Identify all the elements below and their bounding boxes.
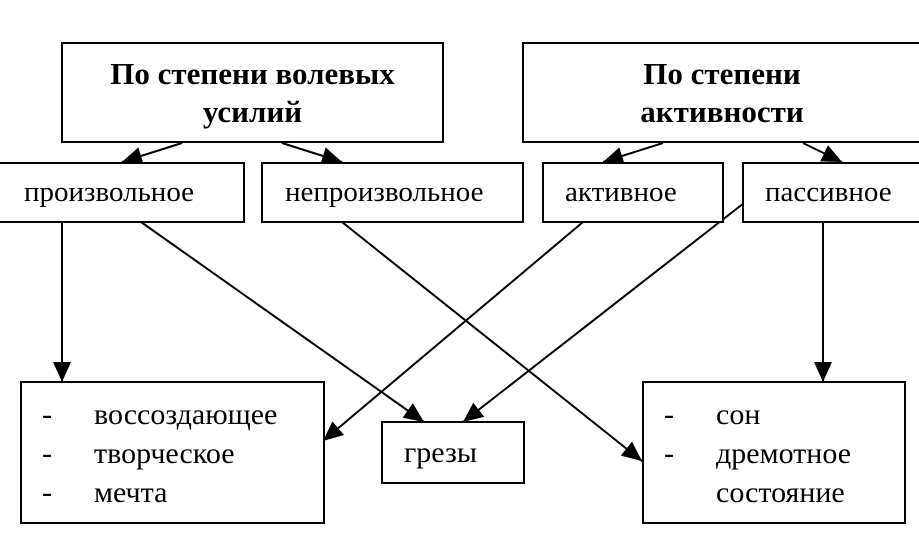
category-involuntary-text: непроизвольное (285, 176, 484, 208)
category-involuntary: непроизвольное (261, 162, 524, 223)
list-item: состояние (644, 473, 904, 512)
list-bullet: - (664, 437, 674, 470)
arrow-active-to-left-list (322, 221, 584, 442)
arrow-passive-to-daydreams (462, 202, 745, 423)
list-item: - дремотное (644, 434, 904, 473)
outcome-right-list: - сон - дремотное состояние (642, 381, 906, 524)
arrow-voluntary-to-daydreams (140, 221, 425, 423)
list-bullet: - (42, 398, 52, 431)
list-bullet: - (42, 437, 52, 470)
list-item: - творческое (22, 434, 323, 473)
header-volition-text: По степени волевых усилий (110, 55, 395, 129)
list-item-text: воссоздающее (94, 398, 278, 431)
list-item: - сон (644, 395, 904, 434)
list-item-text: состояние (716, 476, 845, 509)
arrow-volition-to-involuntary (281, 142, 343, 165)
arrow-involuntary-to-right-list (341, 221, 643, 462)
list-item-text: мечта (94, 476, 168, 509)
list-item-text: дремотное (716, 437, 852, 470)
category-passive: пассивное (742, 162, 919, 223)
list-item: - мечта (22, 473, 323, 512)
category-active-text: активное (565, 176, 677, 208)
list-item-text: сон (716, 398, 761, 431)
list-item: - воссоздающее (22, 395, 323, 434)
list-item-text: творческое (94, 437, 235, 470)
outcome-daydreams-text: грезы (404, 435, 477, 469)
header-volition: По степени волевых усилий (61, 42, 444, 143)
outcome-left-list: - воссоздающее - творческое - мечта (20, 381, 325, 524)
header-activity: По степени активности (522, 42, 919, 143)
list-bullet: - (42, 476, 52, 509)
category-passive-text: пассивное (765, 176, 892, 208)
arrow-activity-to-passive (802, 142, 843, 163)
header-activity-text: По степени активности (640, 55, 804, 129)
category-voluntary-text: произвольное (24, 176, 195, 208)
outcome-daydreams: грезы (381, 421, 525, 484)
arrow-activity-to-active (602, 142, 664, 165)
category-voluntary: произвольное (0, 162, 245, 223)
arrow-volition-to-voluntary (121, 142, 183, 165)
category-active: активное (542, 162, 724, 223)
list-bullet: - (664, 398, 674, 431)
